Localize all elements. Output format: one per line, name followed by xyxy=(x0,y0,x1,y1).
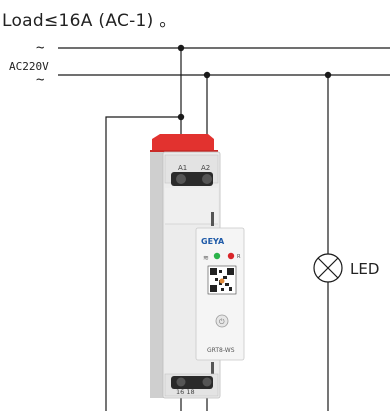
status-led-green xyxy=(213,252,221,260)
terminal-bottom-label: 16 18 xyxy=(176,388,195,396)
din-rail-relay: A1 A2 GEYA R ≋ ⏻ xyxy=(150,134,245,399)
supply-voltage-label: AC220V xyxy=(9,60,49,73)
model-label: GRT8-WS xyxy=(207,347,235,354)
tilde-top: ~ xyxy=(36,40,44,56)
housing-side xyxy=(150,152,164,398)
terminal-a2-label: A2 xyxy=(201,164,210,172)
qr-code xyxy=(207,265,237,295)
indicator-letter: R xyxy=(237,254,241,260)
led-lamp-icon xyxy=(313,253,343,283)
input-branch-wire xyxy=(105,116,181,411)
power-icon: ⏻ xyxy=(219,318,225,326)
power-button xyxy=(215,314,229,328)
brand-label: GEYA xyxy=(201,237,225,246)
terminal-a1-label: A1 xyxy=(178,164,187,172)
tilde-bottom: ~ xyxy=(36,72,44,88)
wifi-icon: ≋ xyxy=(203,254,209,262)
load-label: LED xyxy=(350,260,379,278)
red-clip xyxy=(152,134,214,151)
diagram-title: Load≤16A (AC-1) 。 xyxy=(2,11,177,31)
status-led-red xyxy=(227,252,235,260)
